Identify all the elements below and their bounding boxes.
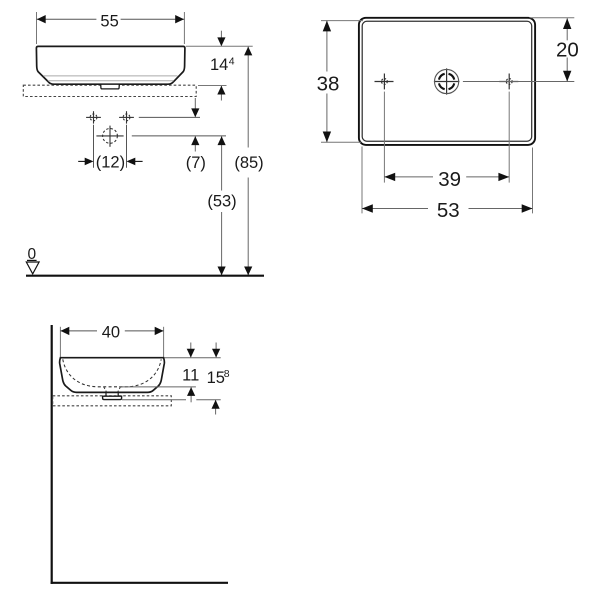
- svg-text:4: 4: [229, 55, 235, 67]
- svg-text:39: 39: [438, 168, 461, 191]
- svg-text:0: 0: [27, 246, 36, 263]
- svg-text:(53): (53): [207, 193, 236, 211]
- svg-text:38: 38: [317, 72, 340, 95]
- svg-text:14: 14: [210, 56, 228, 74]
- svg-text:(7): (7): [186, 154, 206, 172]
- svg-text:(12): (12): [96, 153, 125, 171]
- svg-text:53: 53: [437, 199, 460, 222]
- svg-text:15: 15: [207, 369, 225, 387]
- svg-text:20: 20: [556, 38, 579, 61]
- svg-text:55: 55: [100, 13, 118, 31]
- svg-text:11: 11: [182, 367, 199, 385]
- svg-text:8: 8: [224, 368, 230, 380]
- svg-text:(85): (85): [234, 154, 263, 172]
- svg-text:40: 40: [102, 324, 120, 342]
